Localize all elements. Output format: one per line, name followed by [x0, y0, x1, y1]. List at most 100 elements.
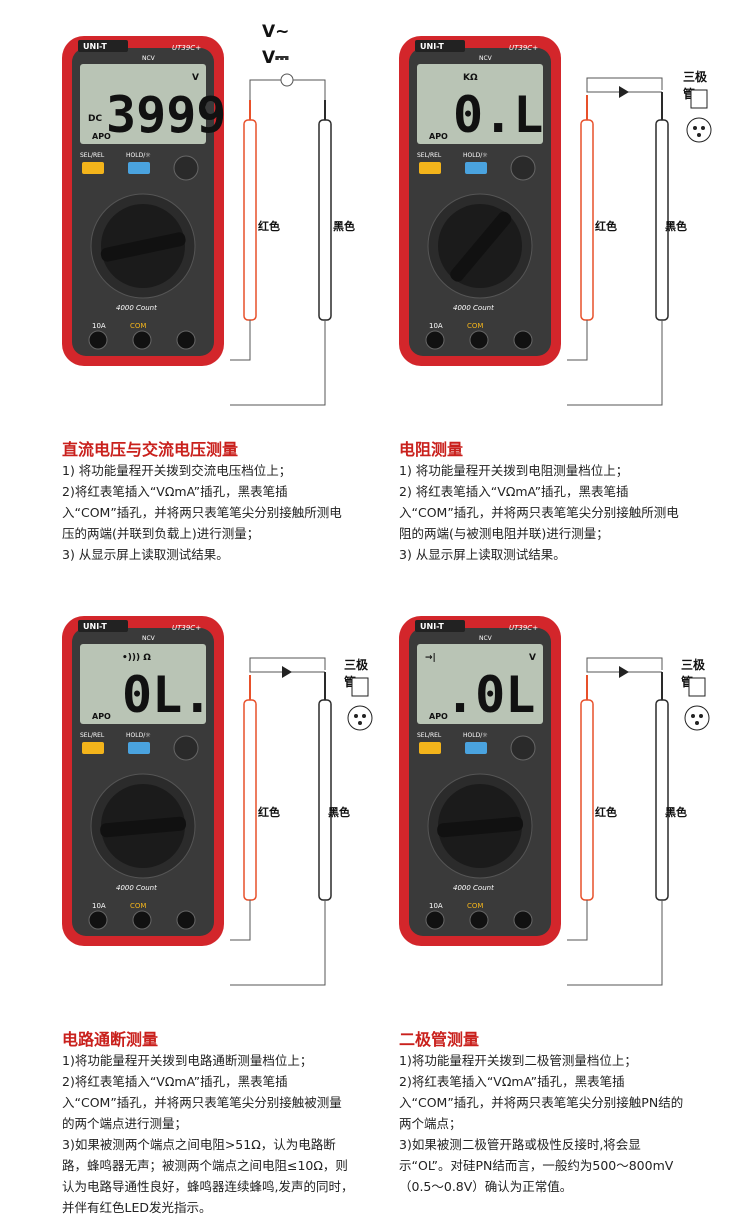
count-label: 4000 Count — [116, 884, 157, 892]
jack-v[interactable] — [176, 330, 196, 350]
transistor-icon — [684, 677, 710, 731]
test-leads — [230, 600, 370, 1000]
hold-button[interactable] — [128, 162, 150, 174]
lcd-mode: •))) Ω — [122, 653, 151, 663]
instruction-step: 2)将红表笔插入“VΩmA”插孔，黑表笔插入“COM”插孔，并将两只表笔笔尖分别… — [399, 1074, 684, 1131]
multimeter: UNI-T UT39C+ NCV KΩ 0.L APO SEL/REL HOLD… — [399, 36, 561, 366]
instruction-step: 2)将红表笔插入“VΩmA”插孔，黑表笔插入“COM”插孔，并将两只表笔笔尖分别… — [62, 484, 342, 541]
panel-diode: UNI-T UT39C+ NCV →| V .0L APO SEL/REL HO… — [337, 580, 712, 1196]
lcd-screen — [417, 644, 543, 724]
test-leads — [230, 20, 370, 420]
lcd-apo: APO — [429, 712, 448, 721]
lcd-reading: 0.L — [453, 86, 543, 144]
lcd-screen — [80, 64, 206, 144]
jack-10a[interactable] — [425, 330, 445, 350]
count-label: 4000 Count — [453, 884, 494, 892]
brand-logo: UNI-T — [420, 622, 444, 631]
lcd-unit: V — [192, 73, 199, 83]
model-name: UT39C+ — [509, 44, 538, 52]
brand-logo: UNI-T — [83, 622, 107, 631]
multimeter-illustration: UNI-T UT39C+ NCV →| V .0L APO SEL/REL HO… — [399, 616, 561, 946]
brand-logo: UNI-T — [420, 42, 444, 51]
hold-button[interactable] — [465, 742, 487, 754]
instruction-step: 1)将功能量程开关拨到电路通断测量档位上； — [62, 1053, 313, 1068]
test-leads-illustration — [567, 77, 669, 406]
sel-rel-label: SEL/REL — [417, 732, 442, 739]
instruction-step: 1) 将功能量程开关拨到交流电压档位上； — [62, 463, 292, 478]
jack-com[interactable] — [132, 330, 152, 350]
panel-continuity: UNI-T UT39C+ NCV •))) Ω 0L. APO SEL/REL … — [0, 580, 375, 1215]
jack-com[interactable] — [469, 910, 489, 930]
jack-com[interactable] — [469, 330, 489, 350]
black-lead-label: 黑色 — [328, 806, 350, 819]
jack-10a[interactable] — [88, 910, 108, 930]
sel-rel-label: SEL/REL — [80, 152, 105, 159]
instruction-step: 1)将功能量程开关拨到二极管测量档位上； — [399, 1053, 637, 1068]
count-label: 4000 Count — [453, 304, 494, 312]
black-lead-label: 黑色 — [665, 806, 687, 819]
section-title: 电阻测量 — [399, 440, 464, 459]
instructions: 1)将功能量程开关拨到电路通断测量档位上； 2)将红表笔插入“VΩmA”插孔，黑… — [62, 1050, 354, 1218]
instruction-step: 3)如果被测二极管开路或极性反接时,将会显示“OL”。对硅PN结而言，一般约为5… — [399, 1137, 674, 1194]
lcd-apo: APO — [92, 132, 111, 141]
test-leads-illustration — [567, 657, 669, 986]
multimeter-illustration: UNI-T UT39C+ NCV KΩ 0.L APO SEL/REL HOLD… — [399, 36, 561, 366]
dc-voltage-symbol: V⎓ — [262, 48, 289, 68]
red-lead-label: 红色 — [595, 220, 617, 233]
dial-knob[interactable] — [448, 209, 514, 284]
port-com-label: COM — [467, 322, 483, 330]
port-com-label: COM — [467, 902, 483, 910]
sel-rel-button[interactable] — [419, 742, 441, 754]
test-leads-illustration — [230, 73, 332, 406]
port-10a-label: 10A — [92, 322, 106, 330]
sel-rel-button[interactable] — [82, 742, 104, 754]
section-title: 电路通断测量 — [62, 1030, 159, 1049]
sel-rel-button[interactable] — [82, 162, 104, 174]
jack-v[interactable] — [176, 910, 196, 930]
test-leads — [567, 600, 707, 1000]
instructions: 1) 将功能量程开关拨到交流电压档位上； 2)将红表笔插入“VΩmA”插孔，黑表… — [62, 460, 354, 565]
multimeter: UNI-T UT39C+ NCV •))) Ω 0L. APO SEL/REL … — [62, 616, 224, 946]
multimeter: UNI-T UT39C+ NCV DC 3999 V APO SEL/REL H… — [62, 36, 224, 366]
multimeter: UNI-T UT39C+ NCV →| V .0L APO SEL/REL HO… — [399, 616, 561, 946]
sel-rel-label: SEL/REL — [417, 152, 442, 159]
lcd-unit: KΩ — [463, 73, 478, 83]
model-name: UT39C+ — [172, 624, 201, 632]
instruction-step: 2) 将红表笔插入“VΩmA”插孔，黑表笔插入“COM”插孔，并将两只表笔笔尖分… — [399, 484, 679, 541]
ncv-label: NCV — [142, 635, 156, 642]
ncv-label: NCV — [479, 55, 493, 62]
hold-label: HOLD/☼ — [463, 732, 488, 739]
black-lead-label: 黑色 — [333, 220, 355, 233]
lcd-apo: APO — [92, 712, 111, 721]
red-lead-label: 红色 — [595, 806, 617, 819]
jack-v[interactable] — [513, 330, 533, 350]
port-10a-label: 10A — [429, 902, 443, 910]
panel-dc-ac-voltage: UNI-T UT39C+ NCV DC 3999 V APO SEL/REL H… — [0, 0, 375, 616]
instruction-step: 1) 将功能量程开关拨到电阻测量档位上； — [399, 463, 629, 478]
instruction-step: 3) 从显示屏上读取测试结果。 — [62, 547, 229, 562]
jack-v[interactable] — [513, 910, 533, 930]
dial-knob[interactable] — [100, 231, 187, 263]
port-com-label: COM — [130, 322, 146, 330]
sel-rel-button[interactable] — [419, 162, 441, 174]
transistor-socket — [173, 735, 199, 761]
jack-com[interactable] — [132, 910, 152, 930]
jack-10a[interactable] — [88, 330, 108, 350]
dial-knob[interactable] — [437, 816, 524, 838]
section-title: 二极管测量 — [399, 1030, 480, 1049]
dial-knob[interactable] — [100, 816, 187, 838]
transistor-socket — [510, 735, 536, 761]
hold-button[interactable] — [465, 162, 487, 174]
instruction-step: 3)如果被测两个端点之间电阻>51Ω，认为电路断路，蜂鸣器无声；被测两个端点之间… — [62, 1137, 354, 1215]
count-label: 4000 Count — [116, 304, 157, 312]
hold-button[interactable] — [128, 742, 150, 754]
port-10a-label: 10A — [429, 322, 443, 330]
ncv-label: NCV — [479, 635, 493, 642]
panel-resistance: UNI-T UT39C+ NCV KΩ 0.L APO SEL/REL HOLD… — [337, 0, 712, 616]
port-10a-label: 10A — [92, 902, 106, 910]
lcd-mode: DC — [88, 114, 102, 124]
red-lead-label: 红色 — [258, 806, 280, 819]
instruction-step: 2)将红表笔插入“VΩmA”插孔，黑表笔插入“COM”插孔，并将两只表笔笔尖分别… — [62, 1074, 342, 1131]
test-leads — [567, 20, 707, 420]
jack-10a[interactable] — [425, 910, 445, 930]
